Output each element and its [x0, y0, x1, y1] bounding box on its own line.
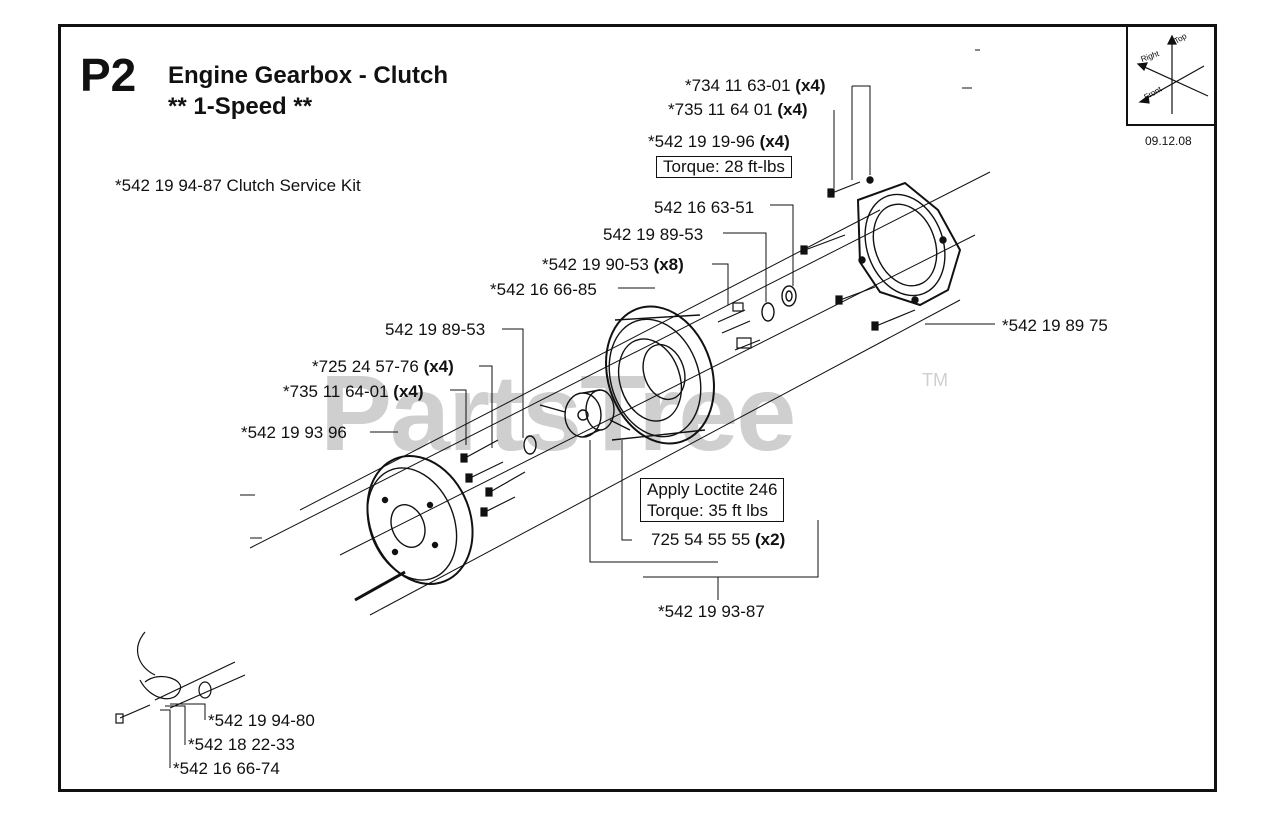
bearing [761, 285, 797, 322]
page-title: Engine Gearbox - Clutch [168, 62, 449, 89]
part-number: 725 54 55 55 [651, 530, 751, 549]
leader-lines [160, 85, 995, 768]
part-callout[interactable]: *542 19 93 96 [241, 423, 347, 443]
mounting-plate [856, 176, 962, 307]
torque-note: Torque: 35 ft lbs [647, 501, 768, 520]
part-number: *542 16 66-85 [490, 280, 597, 299]
part-number: *734 11 63-01 [685, 76, 791, 95]
revision-date: 09.12.08 [1145, 134, 1192, 148]
orientation-icon: Top Right Front [1126, 26, 1216, 126]
part-quantity: (x4) [393, 382, 424, 401]
part-callout[interactable]: *542 19 19-96 (x4) [648, 132, 790, 152]
part-callout[interactable]: *735 11 64 01 (x4) [668, 100, 808, 120]
part-number: *735 11 64-01 [283, 382, 389, 401]
part-quantity: (x4) [759, 132, 790, 151]
clutch-drum [605, 305, 715, 445]
compass-right-label: Right [1140, 49, 1161, 64]
page-subtitle: ** 1-Speed ** [168, 93, 313, 120]
part-number: 542 19 89-53 [385, 320, 486, 339]
part-number: *735 11 64 01 [668, 100, 773, 119]
part-quantity: (x2) [755, 530, 786, 549]
watermark: PartsTree [320, 352, 796, 473]
part-number: *542 19 19-96 [648, 132, 755, 151]
loctite-torque-note: Apply Loctite 246 Torque: 35 ft lbs [640, 478, 785, 522]
misc-marks [240, 49, 980, 539]
part-number: *542 19 94-80 [208, 711, 315, 730]
disc-bolts [460, 439, 526, 517]
part-quantity: (x4) [777, 100, 808, 119]
page-code: P2 [80, 49, 137, 101]
part-callout[interactable]: *542 19 89 75 [1002, 316, 1108, 336]
part-number: *542 19 90-53 [542, 255, 649, 274]
part-callout[interactable]: *542 16 66-85 [490, 280, 597, 300]
part-number: 542 19 89-53 [603, 225, 704, 244]
part-callout[interactable]: *542 18 22-33 [188, 735, 295, 755]
compass-top-label: Top [1173, 31, 1189, 46]
part-callout[interactable]: 542 16 63-51 [654, 198, 754, 218]
service-kit-note: *542 19 94-87 Clutch Service Kit [115, 176, 361, 195]
part-callout[interactable]: *735 11 64-01 (x4) [283, 382, 424, 402]
part-callout[interactable]: *542 19 90-53 (x8) [542, 255, 684, 275]
part-quantity: (x4) [795, 76, 826, 95]
part-number: *542 19 89 75 [1002, 316, 1108, 335]
part-callout[interactable]: 542 19 89-53 [385, 320, 485, 340]
clutch-hub [539, 389, 631, 438]
brake-disc [354, 455, 474, 602]
loctite-note: Apply Loctite 246 [647, 480, 778, 499]
diagram-frame [58, 24, 1217, 792]
part-quantity: (x4) [423, 357, 454, 376]
part-number: *542 18 22-33 [188, 735, 295, 754]
part-number: *542 16 66-74 [173, 759, 280, 778]
part-number: *542 19 93-87 [658, 602, 765, 621]
hub-washer [523, 435, 537, 455]
drum-bolts [717, 302, 761, 351]
part-callout[interactable]: 542 19 89-53 [603, 225, 703, 245]
compass-front-label: Front [1143, 84, 1164, 102]
watermark-trademark: TM [922, 370, 948, 390]
part-number: *542 19 93 96 [241, 423, 347, 442]
part-callout[interactable]: *725 24 57-76 (x4) [312, 357, 454, 377]
part-number: 542 16 63-51 [654, 198, 755, 217]
plate-bolts [800, 181, 916, 331]
part-callout[interactable]: 725 54 55 55 (x2) [651, 530, 785, 550]
part-callout[interactable]: *542 19 93-87 [658, 602, 765, 622]
part-callout[interactable]: *542 19 94-80 [208, 711, 315, 731]
part-quantity: (x8) [653, 255, 684, 274]
part-callout[interactable]: *734 11 63-01 (x4) [685, 76, 826, 96]
torque-note: Torque: 28 ft-lbs [656, 156, 792, 178]
part-number: *725 24 57-76 [312, 357, 419, 376]
part-callout[interactable]: *542 16 66-74 [173, 759, 280, 779]
linkage-assembly [115, 631, 246, 724]
